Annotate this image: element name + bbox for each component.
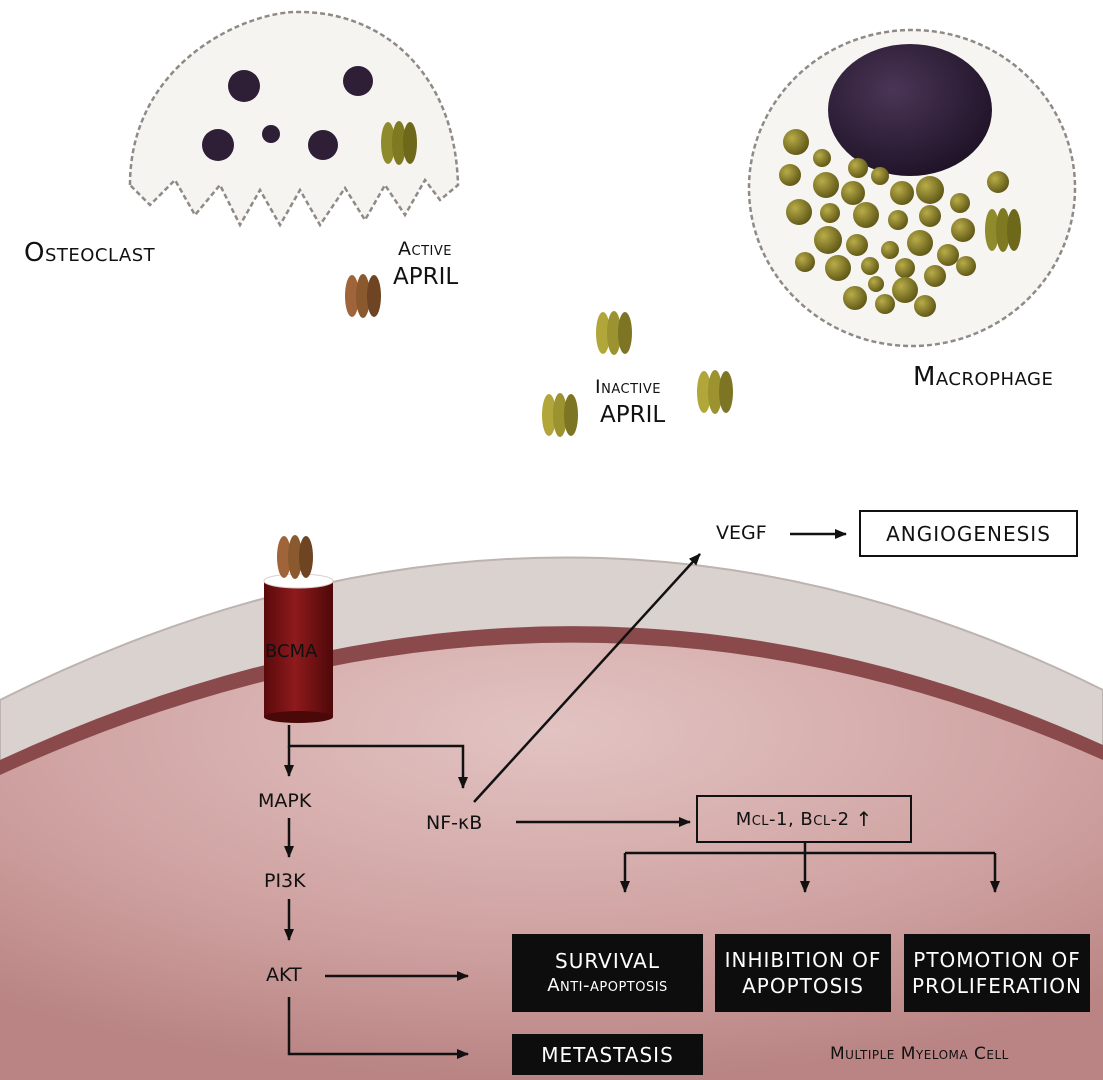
osteoclast-cell-icon <box>128 10 460 228</box>
active-april-label-2: APRIL <box>393 264 459 290</box>
mapk-label: MAPK <box>258 790 312 812</box>
promotion-of-proliferation-box: PTOMOTION OF PROLIFERATION <box>904 934 1090 1012</box>
arrow-bcma-nfkb <box>287 725 468 789</box>
nfkb-label: NF-κB <box>426 812 483 834</box>
arrow-akt-metastasis <box>287 997 469 1059</box>
pi3k-label: PI3K <box>264 870 306 892</box>
akt-label: AKT <box>266 964 302 986</box>
inactive-april-label-2: APRIL <box>600 402 666 428</box>
angiogenesis-label: ANGIOGENESIS <box>886 521 1051 546</box>
angiogenesis-box: ANGIOGENESIS <box>859 510 1078 557</box>
april-trimer-icon <box>985 208 1021 252</box>
inhibition-label-2: APOPTOSIS <box>742 974 864 998</box>
macrophage-cell-icon <box>747 28 1077 348</box>
mcl-bcl-label: Mcl-1, Bcl-2 <box>735 808 850 830</box>
arrow-nfkb-vegf <box>473 553 701 803</box>
april-trimer-icon <box>596 311 632 355</box>
mcl-bcl-box: Mcl-1, Bcl-2 ↑ <box>696 795 912 843</box>
april-trimer-icon <box>697 370 733 414</box>
survival-box: SURVIVAL Anti-apoptosis <box>512 934 703 1012</box>
april-trimer-icon <box>542 393 578 437</box>
april-trimer-icon <box>277 535 313 579</box>
inhibition-label-1: INHIBITION OF <box>724 948 882 972</box>
promotion-label-2: PROLIFERATION <box>912 974 1082 998</box>
bcma-receptor-icon <box>263 573 334 723</box>
vegf-label: VEGF <box>716 522 767 544</box>
april-trimer-icon <box>345 274 381 318</box>
multiple-myeloma-cell-label: Multiple Myeloma Cell <box>830 1044 1009 1064</box>
up-arrow-icon: ↑ <box>855 807 873 831</box>
inactive-april-label: Inactive <box>595 376 661 398</box>
active-april-label: Active <box>398 238 452 260</box>
bcma-label: BCMA <box>265 641 318 662</box>
survival-label: SURVIVAL <box>555 949 660 974</box>
metastasis-box: METASTASIS <box>512 1034 703 1075</box>
inhibition-of-apoptosis-box: INHIBITION OF APOPTOSIS <box>715 934 891 1012</box>
macrophage-label: Macrophage <box>913 362 1054 392</box>
metastasis-label: METASTASIS <box>541 1042 674 1067</box>
anti-apoptosis-label: Anti-apoptosis <box>547 975 668 997</box>
promotion-label-1: PTOMOTION OF <box>913 948 1081 972</box>
april-trimer-icon <box>381 121 417 165</box>
osteoclast-label: Osteoclast <box>24 238 156 268</box>
